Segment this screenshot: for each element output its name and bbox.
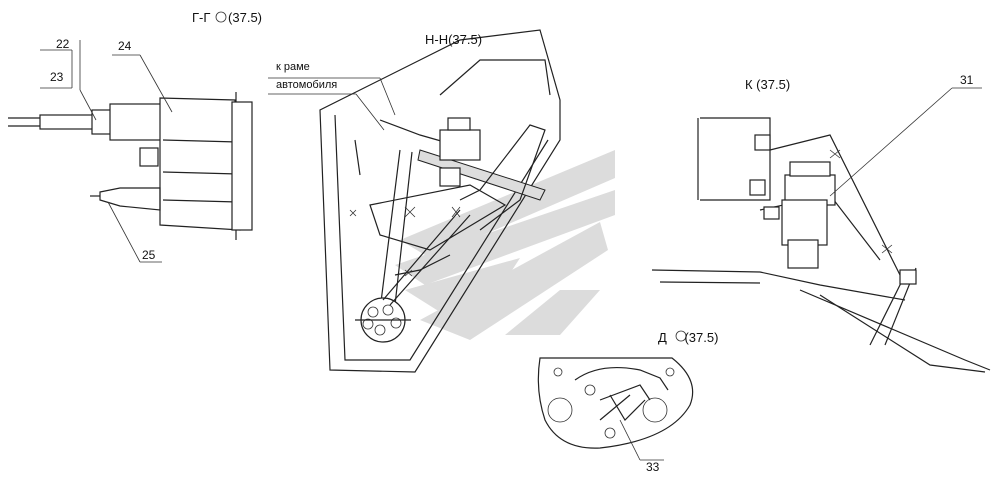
view-d-drawing bbox=[537, 330, 694, 461]
view-g-drawing bbox=[8, 11, 253, 263]
callout-33: 33 bbox=[646, 460, 660, 474]
callout-25: 25 bbox=[142, 248, 156, 262]
callout-31: 31 bbox=[960, 73, 974, 87]
note-frame-line2: автомобиля bbox=[276, 79, 338, 91]
view-k-title: К (37.5) bbox=[745, 77, 791, 92]
view-n-title: Н-Н(37.5) bbox=[425, 32, 483, 47]
view-g-label: Г-Г bbox=[192, 10, 211, 25]
view-d-title: Д (37.5) bbox=[658, 331, 718, 344]
note-frame-line1: к раме bbox=[276, 61, 310, 73]
view-g-ref: (37.5) bbox=[228, 10, 263, 25]
view-n-drawing bbox=[268, 29, 561, 373]
view-k-drawing bbox=[651, 87, 991, 373]
view-g-title: Г-Г (37.5) bbox=[192, 11, 262, 24]
view-d-ref: (37.5) bbox=[684, 330, 719, 345]
callout-24: 24 bbox=[118, 39, 132, 53]
callout-22: 22 bbox=[56, 37, 70, 51]
view-d-label: Д bbox=[658, 330, 667, 345]
callout-23: 23 bbox=[50, 70, 64, 84]
